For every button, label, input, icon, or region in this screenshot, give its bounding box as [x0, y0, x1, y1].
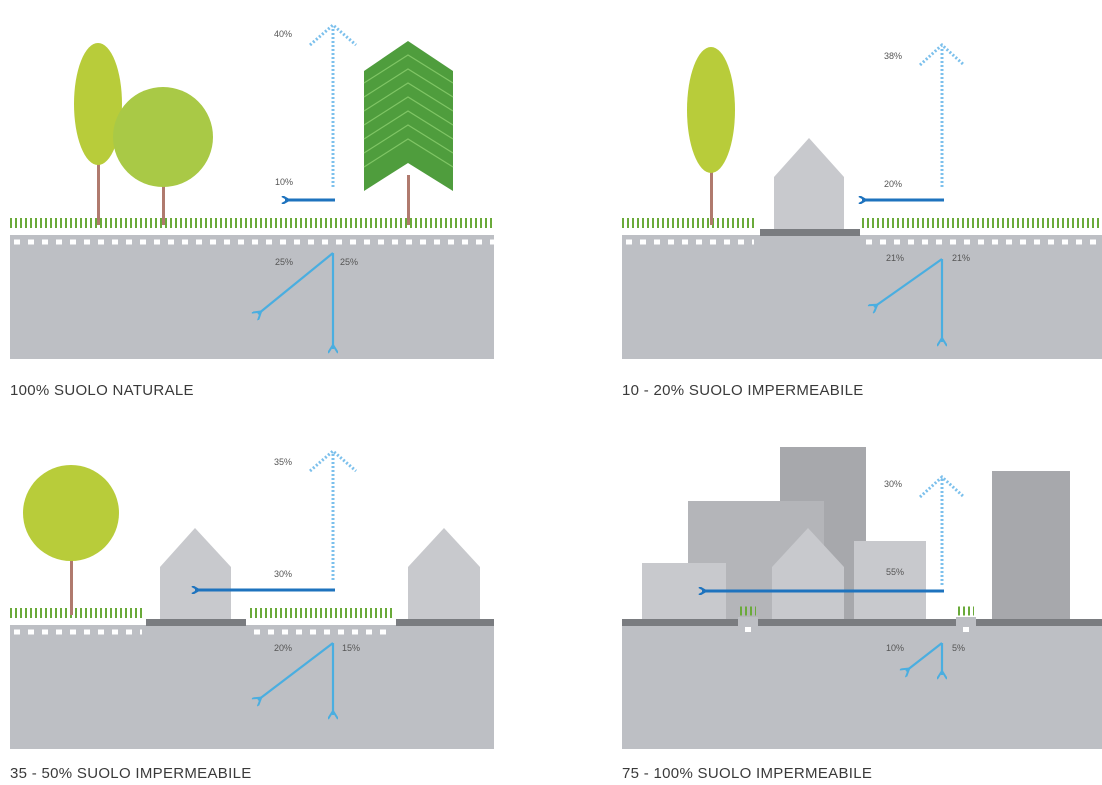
shallow-infiltration-arrow	[874, 258, 943, 307]
house-icon	[772, 528, 844, 619]
tree-trunk	[407, 175, 410, 225]
evapotranspiration-value: 30%	[884, 479, 902, 489]
grass-gap	[956, 617, 976, 633]
grass-gap	[738, 617, 758, 633]
pavement	[396, 619, 494, 626]
evapotranspiration-arrow	[918, 474, 966, 585]
shallow-infiltration-arrow	[258, 642, 334, 700]
evapotranspiration-arrow	[309, 23, 357, 187]
runoff-value: 20%	[884, 179, 902, 189]
pavement	[622, 619, 1102, 626]
shallow-infiltration-value: 21%	[886, 253, 904, 263]
evapotranspiration-value: 40%	[274, 29, 292, 39]
ground	[10, 235, 494, 359]
shallow-infiltration-value: 20%	[274, 643, 292, 653]
tree-trunk	[162, 175, 165, 225]
panel-caption: 100% SUOLO NATURALE	[10, 382, 194, 399]
evapotranspiration-arrow	[918, 42, 966, 187]
soil-dots	[963, 627, 969, 632]
deep-infiltration-value: 21%	[952, 253, 970, 263]
panel-75-100-impermeable: 30% 55% 10% 5% 75 - 100% SUOLO IMPERMEAB…	[622, 395, 1102, 782]
shallow-infiltration-value: 25%	[275, 257, 293, 267]
building-icon	[992, 471, 1070, 619]
tall-tree-icon	[687, 47, 735, 173]
tree-trunk	[710, 165, 713, 225]
runoff-value: 55%	[886, 567, 904, 577]
panel-caption: 35 - 50% SUOLO IMPERMEABILE	[10, 765, 252, 782]
tall-tree-icon	[74, 43, 122, 165]
pavement	[146, 619, 246, 626]
deep-infiltration-value: 15%	[342, 643, 360, 653]
deep-infiltration-value: 25%	[340, 257, 358, 267]
house-icon	[774, 138, 844, 229]
deep-infiltration-value: 5%	[952, 643, 965, 653]
panel-35-50-impermeable: 35% 30% 20% 15% 35 - 50% SUOLO IMPERMEAB…	[10, 395, 510, 782]
evapotranspiration-value: 38%	[884, 51, 902, 61]
ground	[622, 235, 1102, 359]
panel-caption: 75 - 100% SUOLO IMPERMEABILE	[622, 765, 873, 782]
building-icon	[854, 541, 926, 619]
low-impermeable-illustration: 38% 20% 21% 21%	[622, 42, 1102, 359]
high-impermeable-illustration: 30% 55% 10% 5%	[622, 447, 1102, 749]
ground	[622, 625, 1102, 749]
house-icon	[160, 528, 231, 619]
natural-soil-illustration: 40% 10% 25% 25%	[10, 23, 494, 359]
tree-trunk	[70, 545, 73, 615]
round-tree-icon	[23, 465, 119, 561]
evapotranspiration-arrow	[309, 449, 357, 580]
round-tree-icon	[113, 87, 213, 187]
medium-impermeable-illustration: 35% 30% 20% 15%	[10, 449, 494, 749]
shallow-infiltration-arrow	[258, 252, 334, 314]
soil-dots	[745, 627, 751, 632]
ground	[10, 625, 494, 749]
panel-caption: 10 - 20% SUOLO IMPERMEABILE	[622, 382, 864, 399]
shallow-infiltration-arrow	[906, 642, 943, 671]
panel-10-20-impermeable: 38% 20% 21% 21% 10 - 20% SUOLO IMPERMEAB…	[622, 5, 1102, 399]
runoff-value: 30%	[274, 569, 292, 579]
panel-natural-soil: 40% 10% 25% 25% 100% SUOLO NATURALE	[10, 5, 510, 399]
tree-trunk	[97, 155, 100, 225]
shallow-infiltration-value: 10%	[886, 643, 904, 653]
pavement	[760, 229, 860, 236]
evapotranspiration-value: 35%	[274, 457, 292, 467]
house-icon	[408, 528, 480, 619]
runoff-value: 10%	[275, 177, 293, 187]
